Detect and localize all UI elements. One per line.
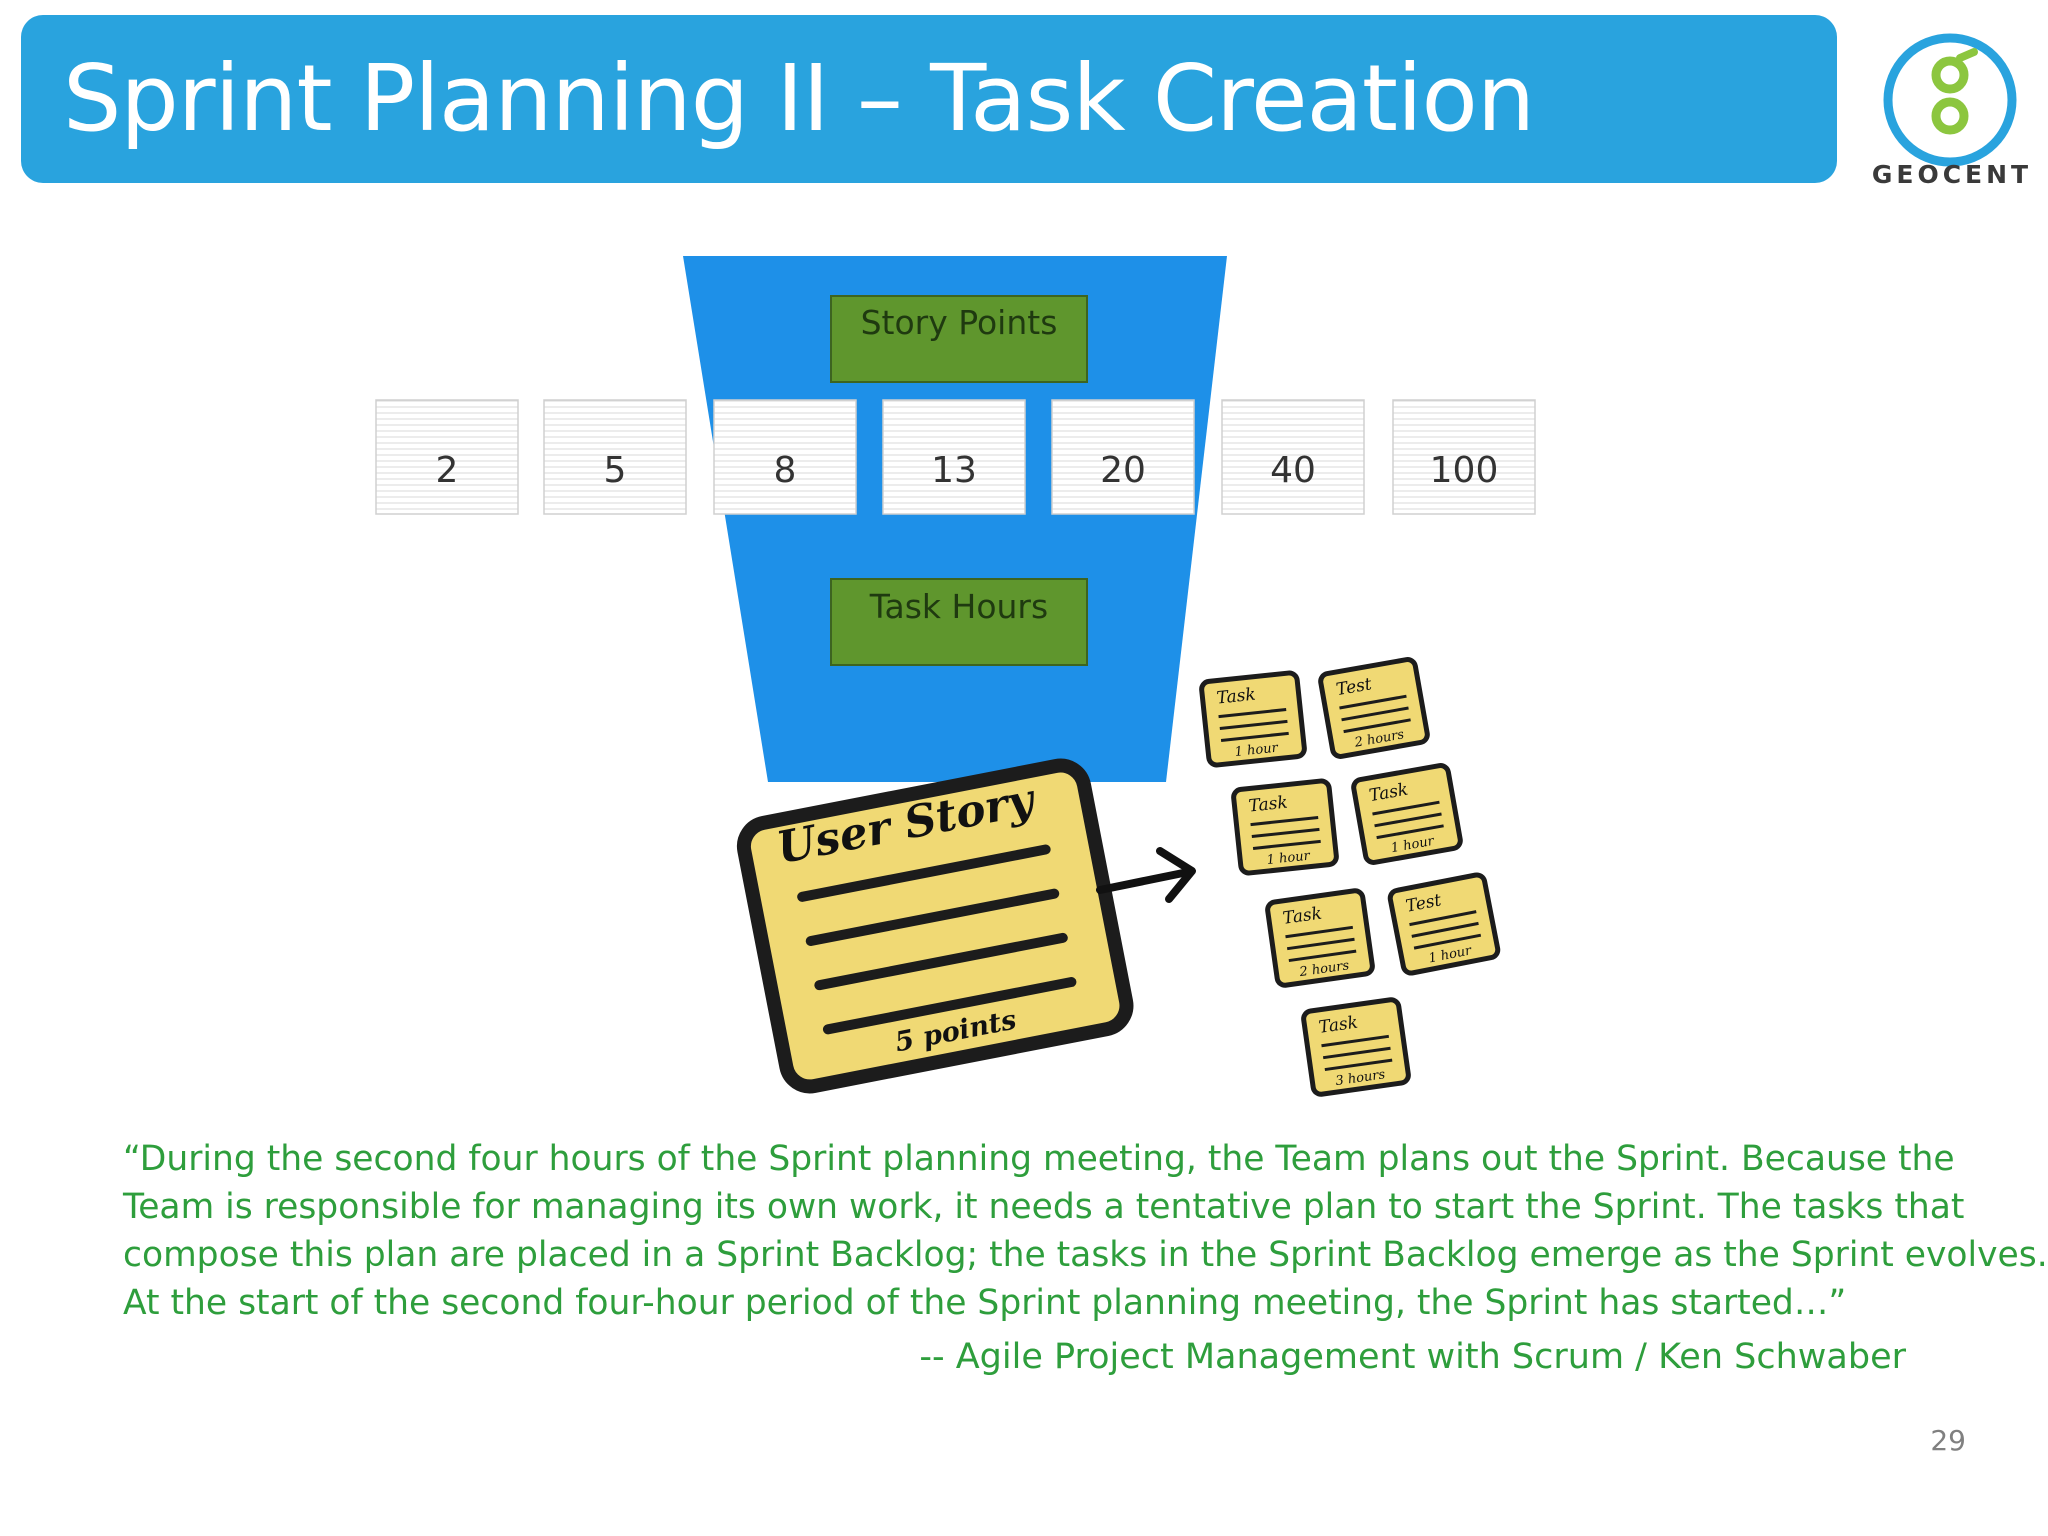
task-note: Task 1 hour [1199, 670, 1307, 768]
story-points-label: Story Points [861, 303, 1058, 342]
task-hours-label: Task Hours [869, 587, 1048, 626]
quote-attribution: -- Agile Project Management with Scrum /… [919, 1337, 1906, 1377]
point-card: 8 [713, 399, 857, 515]
quote-line: compose this plan are placed in a Sprint… [123, 1235, 2048, 1275]
point-card: 100 [1392, 399, 1536, 515]
page-number: 29 [1930, 1424, 1966, 1457]
user-story-note: User Story 5 points [736, 758, 1134, 1094]
funnel [683, 256, 1227, 782]
quote-line: At the start of the second four-hour per… [123, 1283, 1847, 1323]
story-points-box: Story Points [830, 295, 1088, 383]
quote-line: Team is responsible for managing its own… [123, 1187, 1965, 1227]
point-card: 40 [1221, 399, 1365, 515]
point-card-value: 8 [774, 450, 797, 491]
task-note-label: Task [1216, 685, 1257, 709]
point-card-value: 13 [931, 450, 977, 491]
task-hours-box: Task Hours [830, 578, 1088, 666]
point-card-value: 5 [604, 450, 627, 491]
task-note-estimate: 1 hour [1234, 741, 1279, 761]
point-card: 5 [543, 399, 687, 515]
slide-title: Sprint Planning II – Task Creation [63, 45, 1535, 152]
geocent-g-icon [1883, 33, 2017, 167]
point-card: 20 [1051, 399, 1195, 515]
task-note-estimate: 1 hour [1266, 849, 1311, 869]
title-bar: Sprint Planning II – Task Creation [21, 15, 1837, 183]
task-note-estimate: 3 hours [1335, 1067, 1387, 1089]
quote-line: “During the second four hours of the Spr… [123, 1139, 1955, 1179]
point-card-value: 100 [1430, 450, 1499, 491]
point-card-value: 40 [1270, 450, 1316, 491]
story-point-cards: 2 5 8 13 20 40 100 [375, 399, 1536, 515]
task-note-label: Task [1248, 793, 1289, 817]
arrow-to-tasks [1096, 847, 1196, 903]
quote-block: “During the second four hours of the Spr… [123, 1135, 2048, 1327]
point-card-value: 20 [1100, 450, 1146, 491]
point-card-value: 2 [436, 450, 459, 491]
point-card: 13 [882, 399, 1026, 515]
logo-wordmark: GEOCENT [1871, 160, 2033, 189]
task-note-estimate: 2 hours [1298, 958, 1351, 980]
task-note: Task 1 hour [1231, 778, 1339, 876]
point-card: 2 [375, 399, 519, 515]
